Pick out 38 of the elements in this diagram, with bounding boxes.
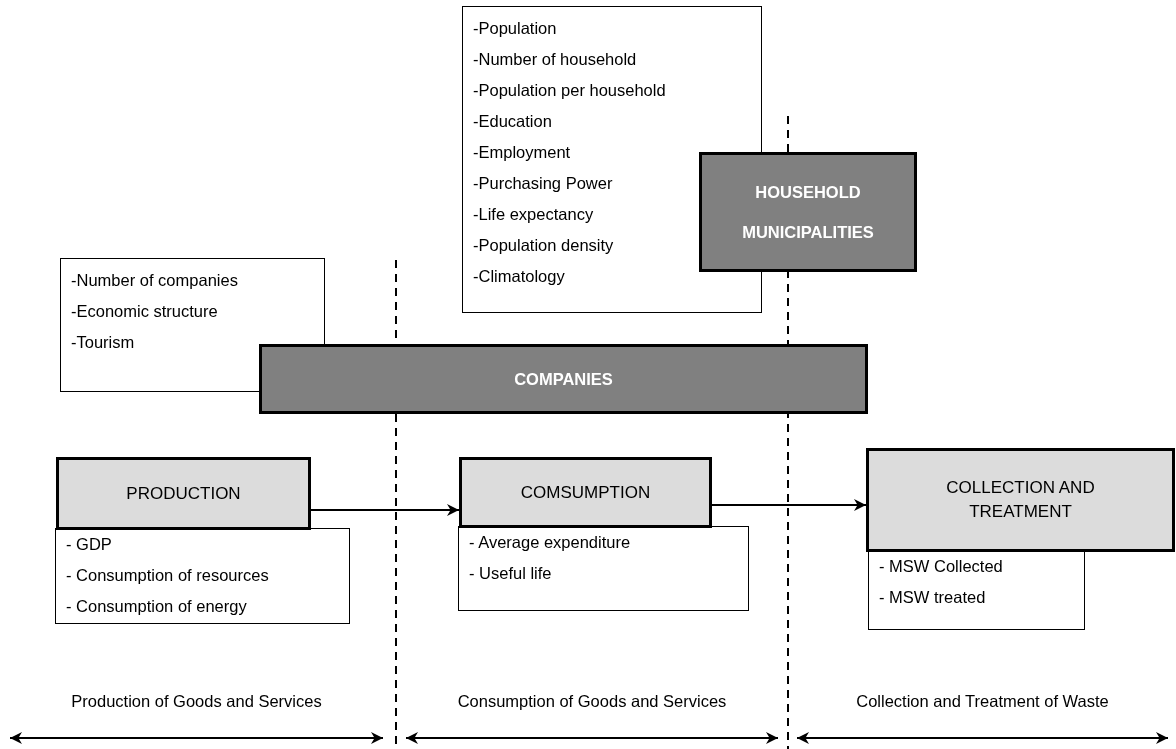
list-item: -Employment <box>473 142 572 163</box>
arrow <box>310 504 460 516</box>
text-box <box>55 528 350 624</box>
list-item: -Number of companies <box>71 270 239 291</box>
list-item: -Education <box>473 111 553 132</box>
list-item: - Consumption of energy <box>66 596 248 617</box>
list-item: - Consumption of resources <box>66 565 270 586</box>
text-box <box>60 258 325 392</box>
section-label: Consumption of Goods and Services <box>456 692 728 711</box>
list-item: - GDP <box>66 534 113 555</box>
category-box <box>699 152 917 272</box>
box-label: PRODUCTION <box>126 482 241 505</box>
list-item: -Climatology <box>473 266 566 287</box>
list-item: -Life expectancy <box>473 204 595 225</box>
list-item: -Tourism <box>71 332 136 353</box>
box-label: HOUSEHOLD <box>755 182 861 203</box>
box-label: MUNICIPALITIES <box>742 222 874 243</box>
list-item: -Purchasing Power <box>473 173 614 194</box>
text-box <box>868 550 1085 630</box>
arrow <box>711 499 867 511</box>
category-box <box>259 344 868 414</box>
list-item: -Population <box>473 18 558 39</box>
list-item: -Population per household <box>473 80 667 101</box>
process-box <box>56 457 311 530</box>
list-item: - MSW Collected <box>879 556 1004 577</box>
process-box <box>459 457 712 528</box>
process-box <box>866 448 1175 552</box>
list-item: -Economic structure <box>71 301 219 322</box>
list-item: - Useful life <box>469 563 553 584</box>
text-box <box>458 526 749 611</box>
section-label: Collection and Treatment of Waste <box>855 692 1110 711</box>
box-label: COLLECTION AND TREATMENT <box>945 477 1096 523</box>
list-item: - Average expenditure <box>469 532 632 553</box>
section-label: Production of Goods and Services <box>70 692 323 711</box>
box-label: COMSUMPTION <box>520 481 651 504</box>
list-item: - MSW treated <box>879 587 987 608</box>
box-label: COMPANIES <box>514 369 613 390</box>
list-item: -Number of household <box>473 49 638 70</box>
